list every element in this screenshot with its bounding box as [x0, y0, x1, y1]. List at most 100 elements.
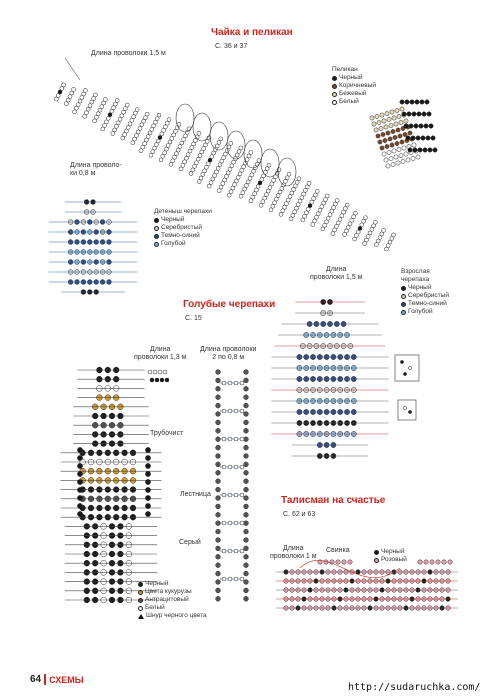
bead: [323, 197, 328, 202]
legend-item: Антрацитовый: [138, 596, 207, 604]
bead: [429, 559, 435, 565]
bead: [148, 153, 154, 158]
bead: [387, 136, 393, 142]
bead: [387, 239, 393, 245]
bead: [375, 238, 381, 244]
bead: [413, 123, 419, 129]
bead: [400, 360, 404, 364]
bead: [134, 107, 140, 112]
bead: [103, 97, 108, 102]
bead: [406, 111, 412, 117]
bead: [165, 143, 171, 148]
bead: [221, 408, 227, 414]
bead: [130, 140, 136, 145]
bead: [245, 179, 251, 185]
bead: [114, 124, 119, 129]
bead: [264, 166, 270, 171]
bead: [236, 149, 242, 154]
bead: [115, 120, 121, 126]
silver-bead-swatch: [401, 293, 406, 299]
bead: [180, 163, 186, 168]
bead: [314, 215, 319, 220]
bead: [410, 135, 416, 141]
legend-item: Белый: [332, 98, 376, 106]
bead: [158, 157, 164, 163]
bead: [432, 147, 438, 153]
bead: [228, 141, 234, 146]
white-bead-swatch: [332, 99, 337, 105]
black-bead-swatch: [332, 75, 337, 81]
bead: [144, 111, 150, 117]
bead: [227, 520, 233, 526]
bead: [243, 402, 249, 409]
bead: [379, 112, 385, 118]
bead: [218, 184, 224, 190]
bead: [279, 186, 285, 191]
bead: [408, 410, 412, 414]
bead: [231, 159, 236, 165]
bead: [215, 520, 221, 526]
bead: [420, 135, 426, 141]
bead: [239, 464, 245, 470]
bead: [243, 579, 249, 585]
bead: [322, 223, 327, 228]
legend-item: Черный: [374, 548, 407, 556]
bead: [243, 436, 249, 442]
bead: [227, 408, 233, 414]
bead: [409, 99, 415, 105]
bead: [129, 118, 135, 123]
bead: [268, 207, 274, 213]
bead: [215, 495, 221, 501]
bead: [159, 131, 165, 137]
bead: [244, 183, 249, 188]
bead: [120, 135, 126, 141]
bead: [239, 492, 245, 498]
bead: [215, 386, 221, 392]
bead: [425, 135, 431, 141]
bead: [390, 162, 396, 167]
bead: [215, 579, 221, 585]
bead: [306, 181, 312, 186]
bead: [215, 528, 221, 535]
bead: [208, 180, 214, 185]
bead: [164, 146, 169, 152]
bead: [395, 160, 401, 166]
bead: [242, 186, 247, 192]
bead: [243, 596, 249, 602]
bead: [139, 122, 145, 128]
bead: [243, 570, 249, 577]
ladder-label: Лестница: [180, 491, 211, 498]
bead: [301, 191, 306, 197]
bead: [447, 559, 453, 565]
detail-box: [397, 399, 417, 421]
white-bead-swatch: [138, 605, 143, 611]
bead: [379, 145, 385, 151]
bead: [65, 97, 71, 103]
bead: [312, 218, 317, 224]
wire-loop: [209, 121, 229, 151]
bead: [341, 209, 346, 215]
bead: [374, 114, 380, 119]
bead: [239, 436, 245, 442]
bead: [215, 554, 221, 560]
bead: [391, 232, 396, 238]
bead: [374, 242, 379, 247]
bead: [71, 87, 76, 92]
bead: [274, 196, 279, 202]
bead: [357, 226, 363, 231]
bead: [89, 99, 95, 105]
bead: [399, 106, 405, 112]
bead: [264, 192, 269, 197]
bead: [197, 153, 203, 158]
bead: [124, 128, 129, 134]
bead: [392, 135, 398, 140]
bead: [342, 232, 347, 237]
bead: [339, 213, 345, 218]
bead: [77, 495, 83, 501]
bead: [153, 119, 158, 125]
bead: [393, 121, 399, 127]
bead: [145, 455, 151, 461]
legend-item: Шнур черного цвета: [138, 612, 207, 620]
bead: [419, 99, 425, 105]
bead: [353, 210, 358, 216]
